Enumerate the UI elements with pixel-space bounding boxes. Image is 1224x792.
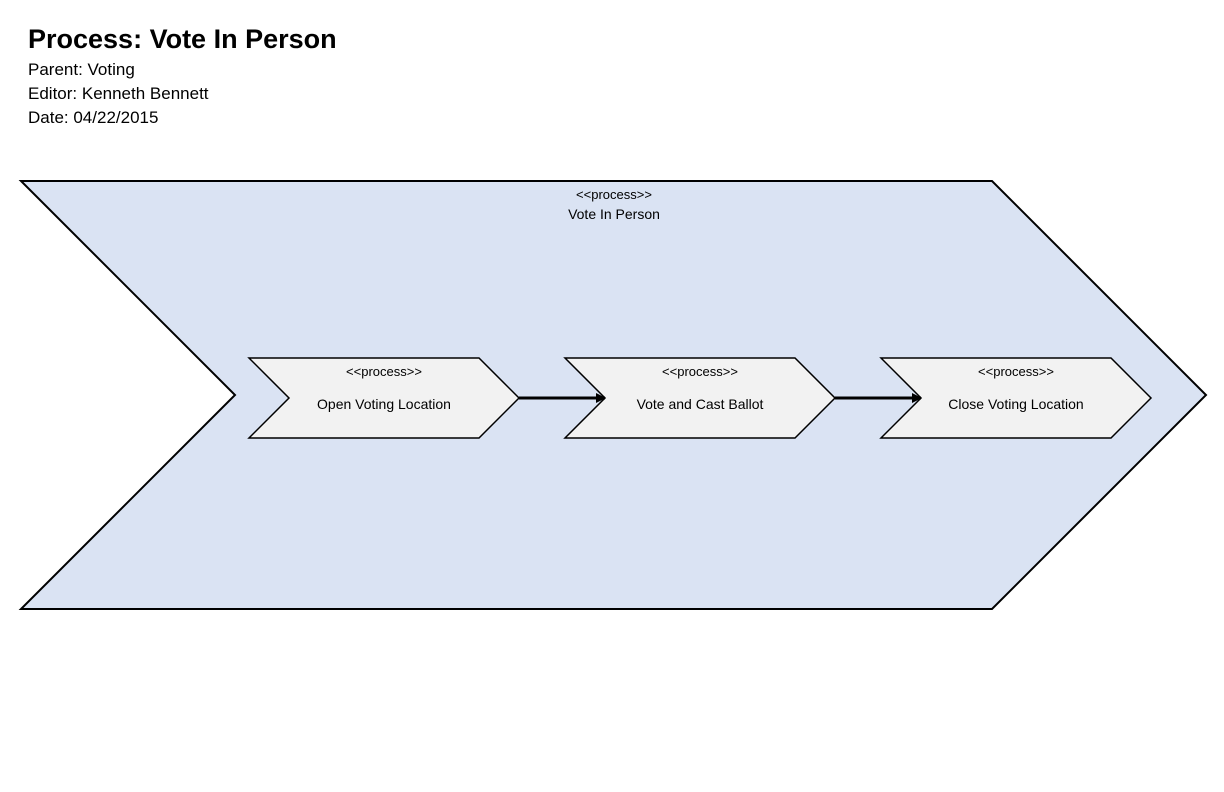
step-name: Vote and Cast Ballot xyxy=(637,396,764,412)
editor-label: Editor: Kenneth Bennett xyxy=(28,84,209,103)
parent-label: Parent: Voting xyxy=(28,60,135,79)
step-name: Close Voting Location xyxy=(948,396,1083,412)
date-label: Date: 04/22/2015 xyxy=(28,108,159,127)
diagram-header: Process: Vote In Person Parent: Voting E… xyxy=(28,22,337,130)
process-step-open-voting-location[interactable]: <<process>> Open Voting Location xyxy=(247,357,521,439)
process-step-vote-and-cast-ballot[interactable]: <<process>> Vote and Cast Ballot xyxy=(563,357,837,439)
step-stereotype: <<process>> xyxy=(978,364,1054,379)
step-stereotype: <<process>> xyxy=(346,364,422,379)
outer-process-stereotype: <<process>> xyxy=(576,187,652,202)
page-title: Process: Vote In Person xyxy=(28,24,337,54)
step-name: Open Voting Location xyxy=(317,396,451,412)
process-step-close-voting-location[interactable]: <<process>> Close Voting Location xyxy=(879,357,1153,439)
outer-process-name: Vote In Person xyxy=(568,206,660,222)
step-chevron xyxy=(247,357,521,439)
step-stereotype: <<process>> xyxy=(662,364,738,379)
